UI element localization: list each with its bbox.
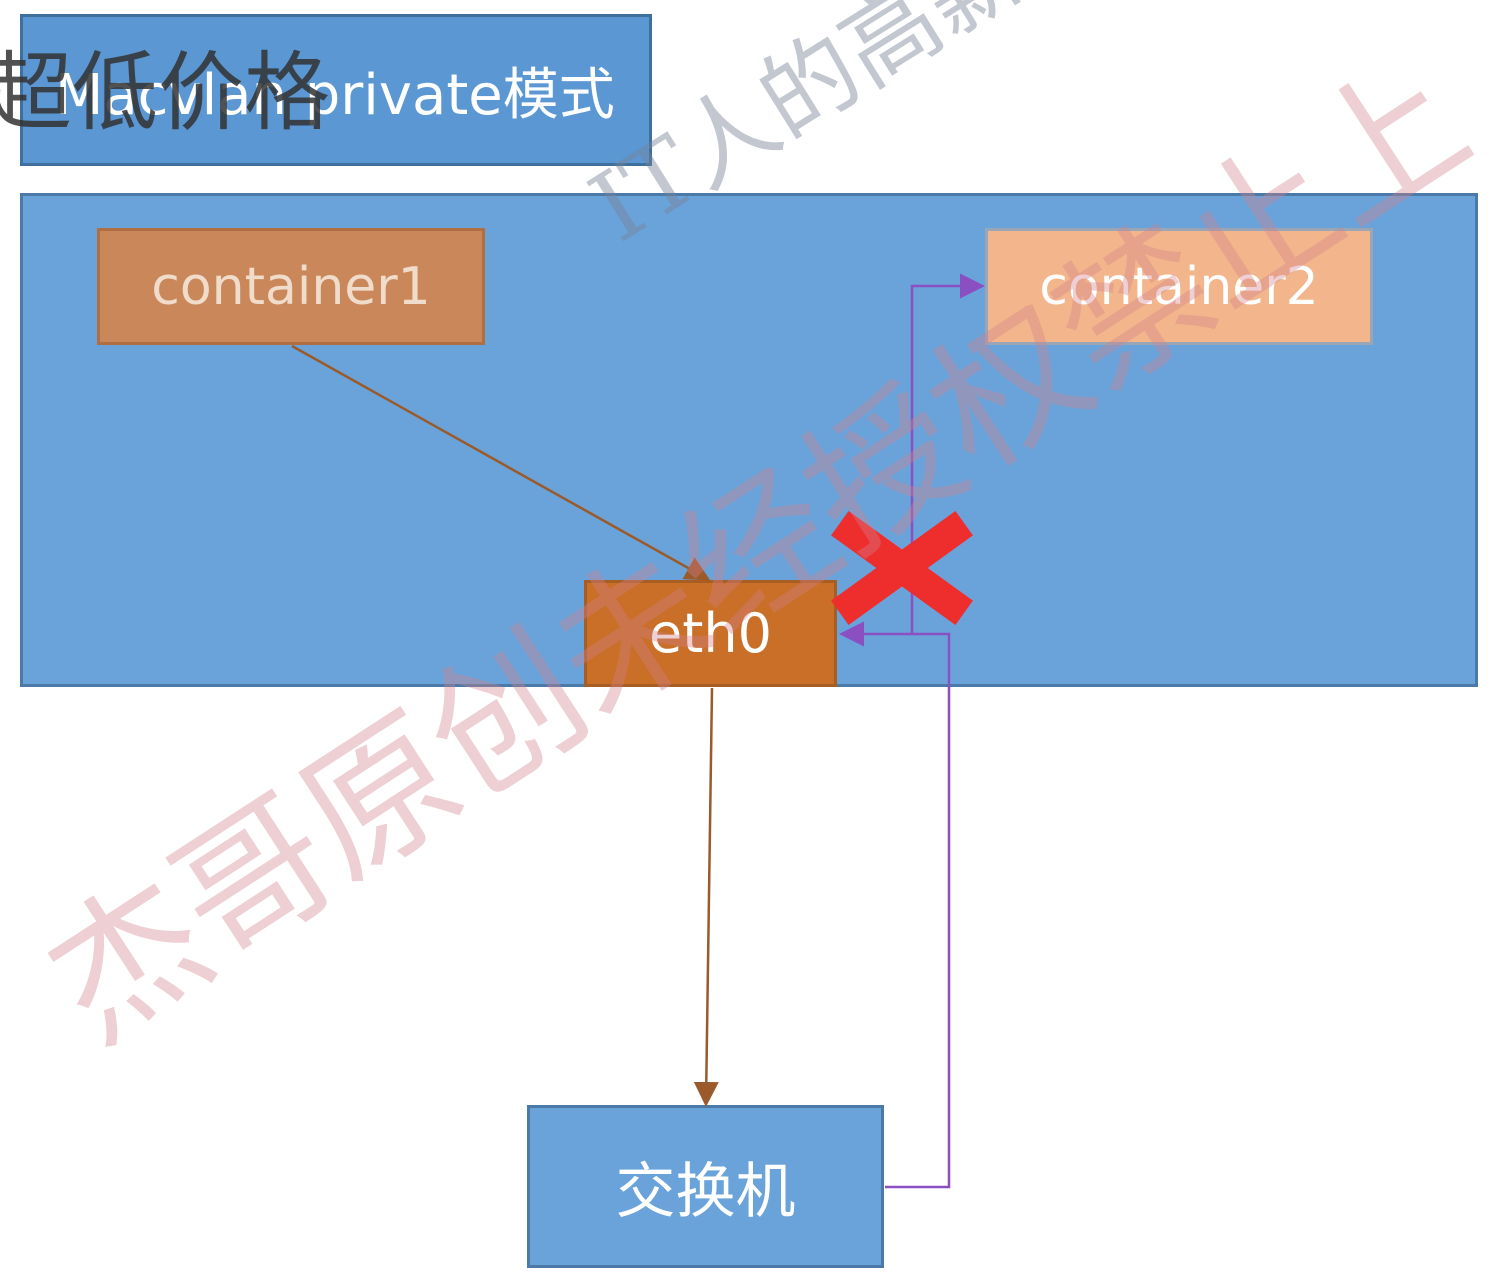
eth0-label: eth0 <box>649 602 772 665</box>
container1-node: container1 <box>97 228 485 345</box>
container1-label: container1 <box>151 256 431 317</box>
eth0-node: eth0 <box>584 580 837 687</box>
corner-overlay-text: 超低价格 <box>0 43 330 143</box>
diagram-title: Macvlan private模式 <box>55 62 615 128</box>
arrow-eth0-to-switch <box>693 687 719 1107</box>
arrow-container1-to-eth0 <box>291 344 711 581</box>
arrow-eth0-to-container2-blocked <box>910 273 985 634</box>
switch-node: 交换机 <box>527 1105 884 1268</box>
blocked-cross-icon <box>831 511 973 625</box>
switch-label: 交换机 <box>615 1157 796 1227</box>
diagram-title-box: Macvlan private模式 <box>20 14 652 166</box>
arrow-switch-to-eth0 <box>839 621 951 1189</box>
container2-node: container2 <box>985 228 1373 345</box>
container2-label: container2 <box>1039 256 1319 317</box>
